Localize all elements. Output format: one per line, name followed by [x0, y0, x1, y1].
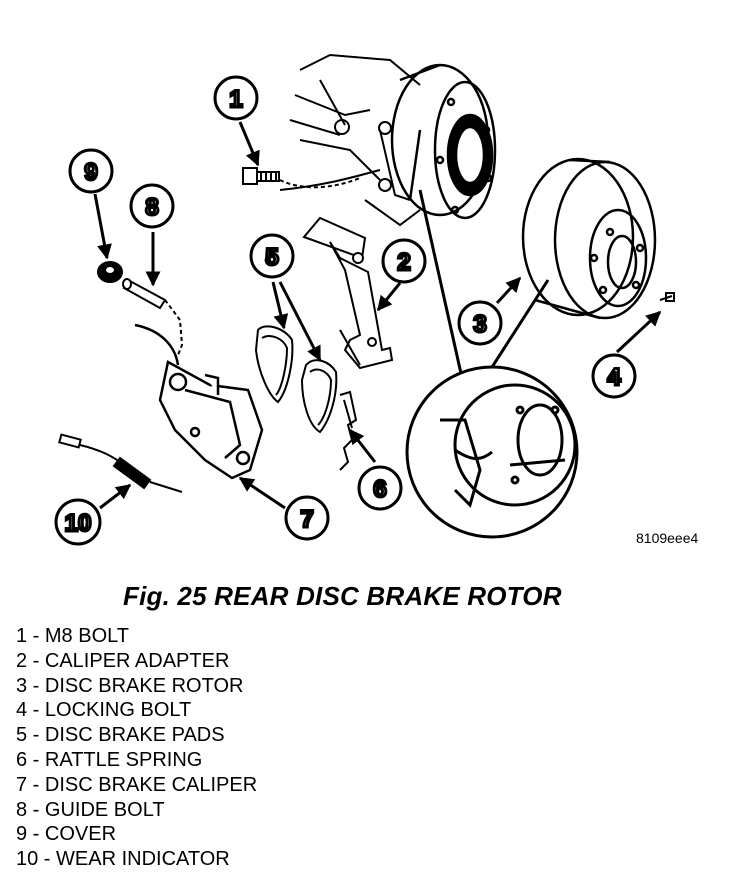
- svg-text:10: 10: [65, 510, 92, 537]
- rotor-drawing: [521, 157, 657, 320]
- detail-inset: [405, 189, 579, 539]
- svg-text:3: 3: [473, 311, 486, 338]
- arrow-5a: [271, 281, 289, 330]
- locking-bolt-drawing: [659, 292, 675, 302]
- brake-assembly-diagram: 1 2 3 4 5 6 7 8 9 10: [54, 53, 675, 546]
- arrow-5b: [278, 281, 322, 362]
- legend-item: 3 - DISC BRAKE ROTOR: [16, 674, 244, 697]
- legend-item: 7 - DISC BRAKE CALIPER: [16, 773, 258, 796]
- m8-bolt-drawing: [242, 167, 361, 189]
- callout-2: 2: [381, 238, 427, 284]
- caliper-adapter-drawing: [302, 216, 394, 370]
- arrow-7: [238, 476, 286, 510]
- callout-4: 4: [591, 353, 637, 399]
- brake-pads-drawing: [254, 325, 338, 434]
- svg-text:5: 5: [265, 244, 278, 271]
- figure-caption: Fig. 25 REAR DISC BRAKE ROTOR: [123, 581, 562, 611]
- callout-6: 6: [357, 465, 403, 511]
- guide-bolt-drawing: [122, 278, 184, 356]
- figure-reference-code: 8109eee4: [636, 530, 699, 546]
- arrow-6: [348, 428, 377, 463]
- callout-9: 9: [68, 148, 114, 194]
- parts-legend: 1 - M8 BOLT 2 - CALIPER ADAPTER 3 - DISC…: [16, 624, 257, 872]
- svg-text:4: 4: [607, 364, 621, 391]
- svg-text:7: 7: [300, 506, 313, 533]
- legend-item: 10 - WEAR INDICATOR: [16, 848, 230, 871]
- svg-text:9: 9: [84, 159, 97, 186]
- svg-text:6: 6: [373, 476, 386, 503]
- wear-indicator-drawing: [58, 433, 183, 493]
- svg-text:2: 2: [397, 249, 410, 276]
- callout-3: 3: [457, 300, 503, 346]
- knuckle-drawing: [279, 53, 421, 227]
- caliper-drawing: [134, 323, 264, 480]
- legend-item: 2 - CALIPER ADAPTER: [16, 649, 230, 672]
- hub-drawing: [390, 63, 497, 220]
- callout-5: 5: [249, 233, 295, 279]
- callout-1: 1: [213, 75, 259, 121]
- legend-item: 8 - GUIDE BOLT: [16, 798, 165, 821]
- callout-8: 8: [129, 183, 175, 229]
- cover-drawing: [97, 261, 123, 283]
- legend-item: 6 - RATTLE SPRING: [16, 748, 203, 771]
- callout-10: 10: [54, 498, 102, 546]
- callout-arrows: [93, 121, 662, 510]
- arrow-10: [99, 483, 132, 510]
- legend-item: 1 - M8 BOLT: [16, 625, 129, 647]
- arrow-1: [238, 121, 260, 167]
- arrow-2: [376, 282, 402, 312]
- arrow-4: [615, 310, 662, 354]
- arrow-9: [93, 193, 112, 260]
- legend-item: 4 - LOCKING BOLT: [16, 699, 192, 722]
- legend-item: 5 - DISC BRAKE PADS: [16, 724, 225, 747]
- callout-7: 7: [284, 495, 330, 541]
- legend-item: 9 - COVER: [16, 823, 117, 846]
- svg-text:1: 1: [229, 86, 242, 113]
- svg-text:8: 8: [145, 194, 158, 221]
- rattle-spring-drawing: [339, 390, 358, 471]
- callout-circles: 1 2 3 4 5 6 7 8 9 10: [54, 75, 637, 546]
- arrow-3: [495, 276, 522, 305]
